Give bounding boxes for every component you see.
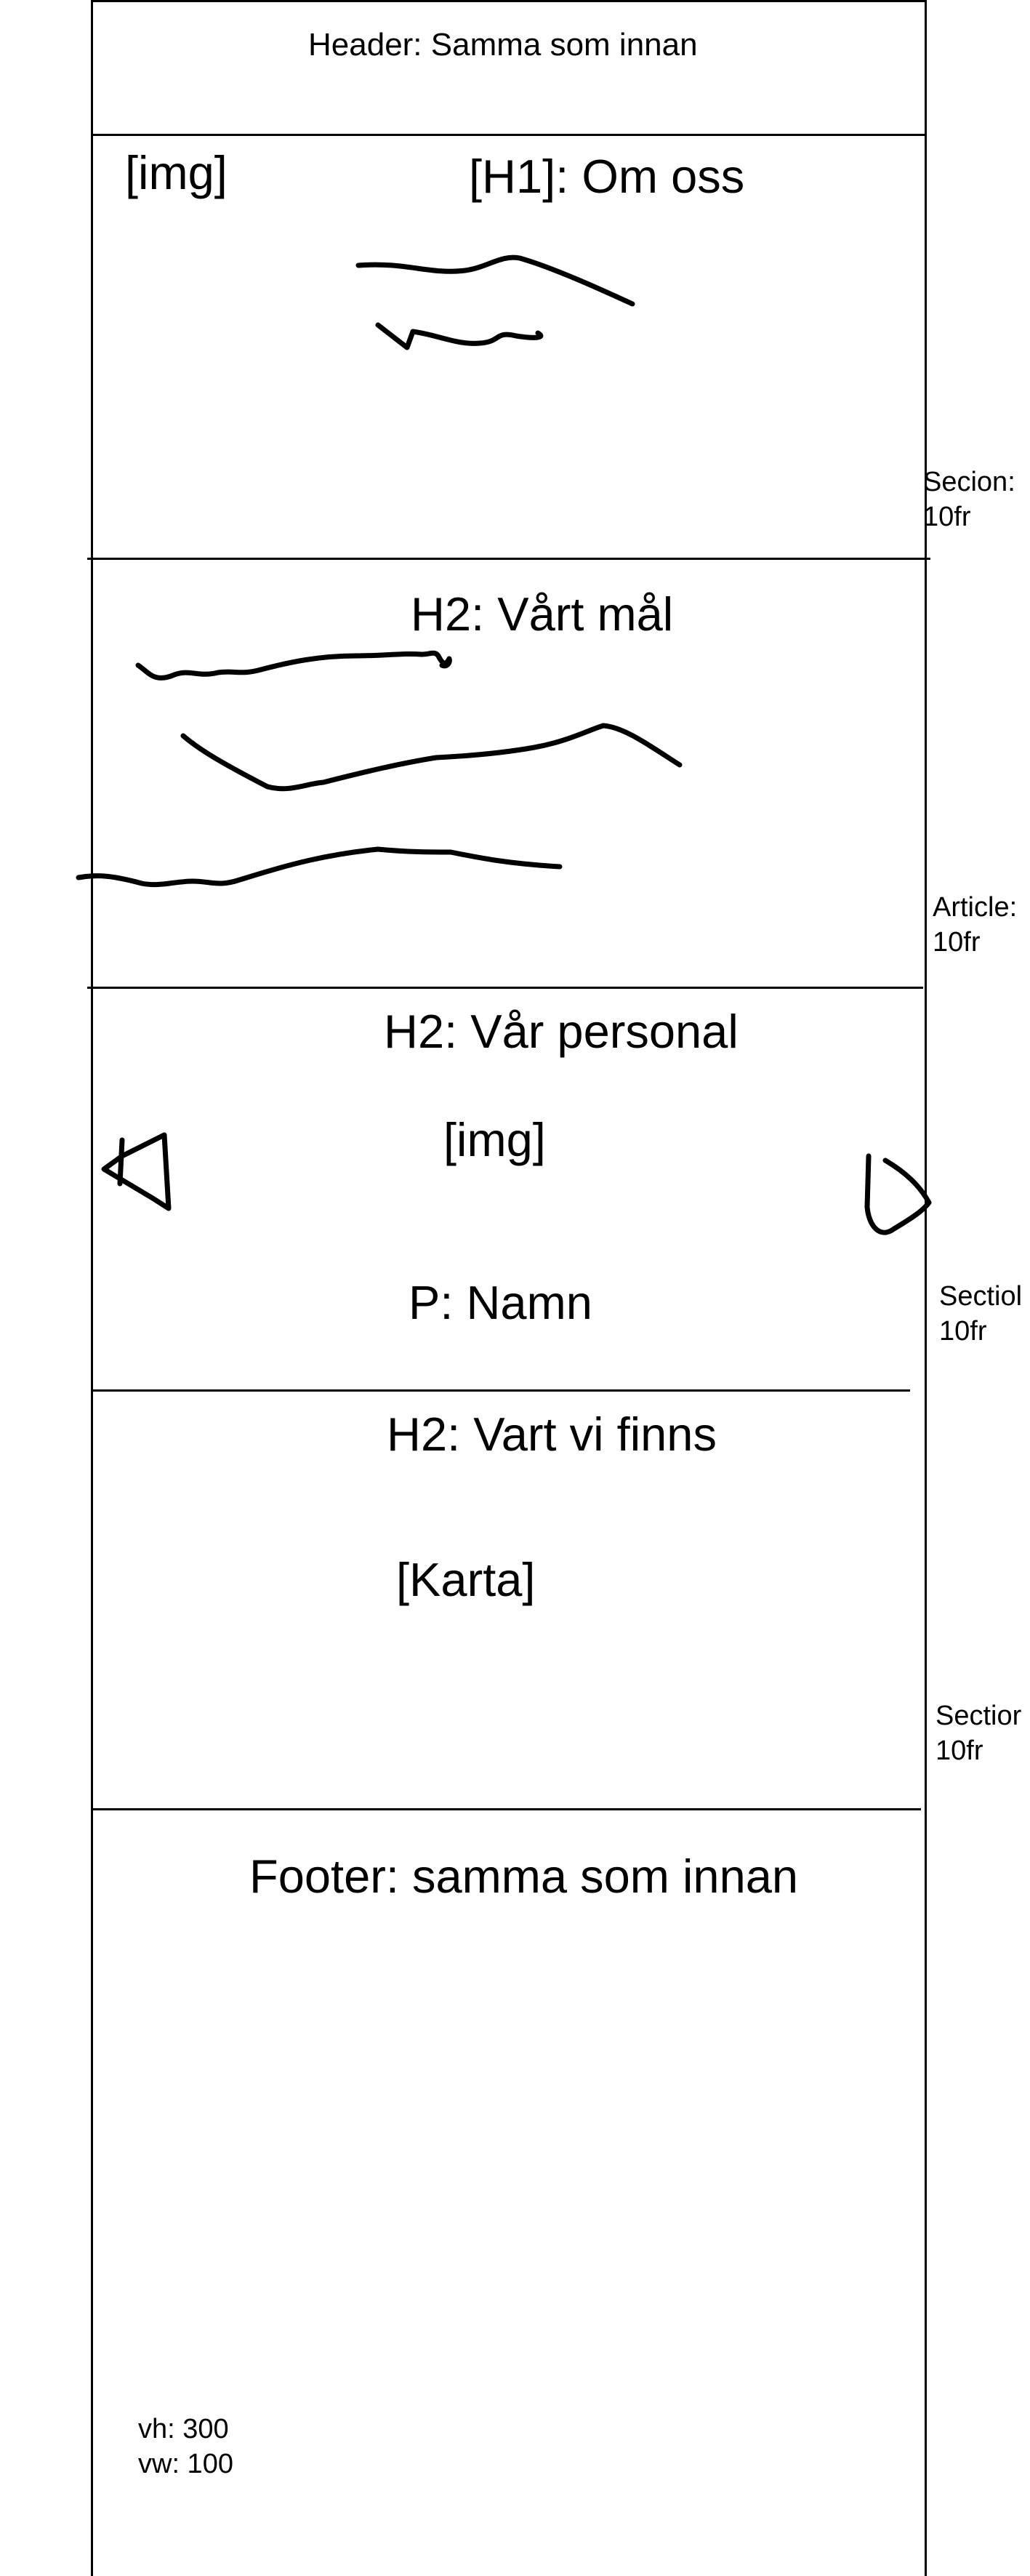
hero-scribble-1: [355, 254, 635, 307]
viewport-note: vh: 300 vw: 100: [138, 2414, 233, 2479]
location-section-title: H2: Vart vi finns: [387, 1408, 717, 1461]
hero-image-placeholder: [img]: [125, 146, 228, 199]
hero-section-note: Secion: 10fr: [923, 467, 1015, 532]
header-label: Header: Samma som innan: [308, 27, 698, 63]
hero-scribble-2: [375, 322, 544, 350]
goal-scribble-3: [76, 846, 563, 888]
frame-top-border: [91, 0, 927, 2]
article-divider: [87, 987, 923, 989]
staff-divider: [91, 1389, 910, 1392]
staff-image-placeholder: [img]: [443, 1113, 546, 1166]
goal-article-note: Article: 10fr: [933, 892, 1018, 958]
staff-name-label: P: Namn: [409, 1276, 592, 1329]
goal-scribble-1: [135, 650, 452, 681]
map-placeholder: [Karta]: [396, 1553, 536, 1606]
hero-divider: [87, 558, 930, 560]
frame-left-border: [91, 0, 93, 2576]
header-divider: [91, 134, 927, 136]
goal-article-title: H2: Vårt mål: [411, 587, 674, 641]
carousel-next-arrow[interactable]: [858, 1149, 938, 1243]
frame-right-border: [925, 0, 927, 2576]
location-divider: [91, 1808, 921, 1810]
goal-scribble-2: [180, 723, 683, 792]
page-title: [H1]: Om oss: [469, 150, 745, 203]
carousel-prev-arrow[interactable]: [94, 1123, 178, 1214]
location-section-note: Sectior 10fr: [936, 1701, 1022, 1766]
footer-label: Footer: samma som innan: [249, 1850, 799, 1903]
staff-section-title: H2: Vår personal: [384, 1005, 739, 1058]
staff-section-note: Sectiol 10fr: [939, 1281, 1023, 1347]
